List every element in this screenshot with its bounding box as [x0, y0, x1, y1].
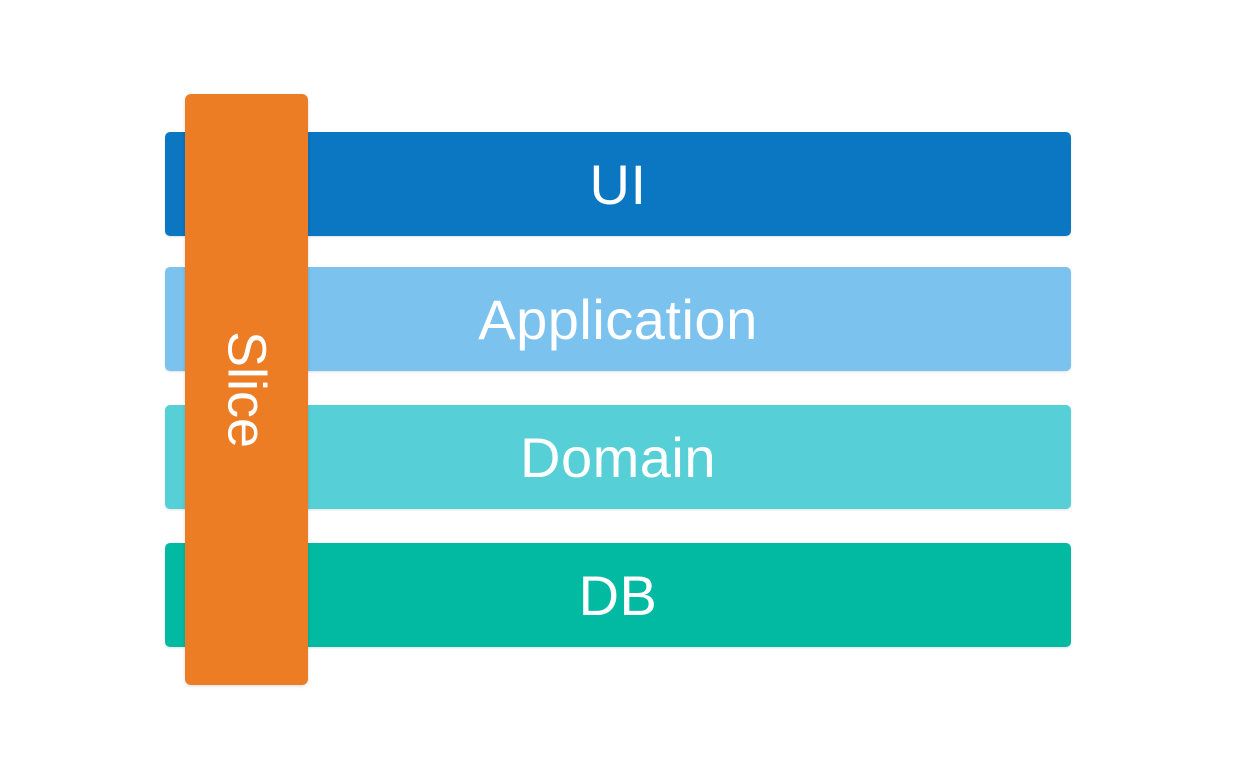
layer-bar-domain: Domain	[165, 405, 1071, 509]
layer-label-db: DB	[578, 563, 658, 627]
slice-label: Slice	[216, 330, 277, 449]
layer-bar-ui: UI	[165, 132, 1071, 236]
layer-bar-db: DB	[165, 543, 1071, 647]
layer-label-domain: Domain	[520, 425, 716, 489]
layer-label-ui: UI	[589, 152, 647, 216]
layer-bar-application: Application	[165, 267, 1071, 371]
layer-label-application: Application	[478, 287, 758, 351]
slice-bar: Slice	[185, 94, 308, 685]
